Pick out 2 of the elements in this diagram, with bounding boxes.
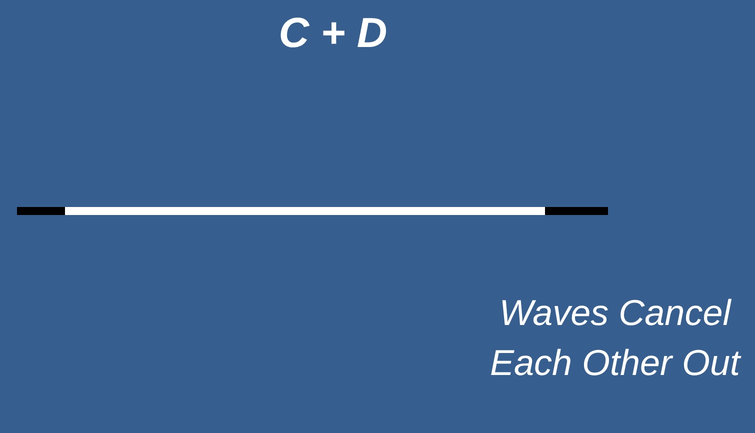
note-text: Waves Cancel Each Other Out bbox=[488, 291, 742, 385]
title: C + D bbox=[278, 8, 388, 58]
